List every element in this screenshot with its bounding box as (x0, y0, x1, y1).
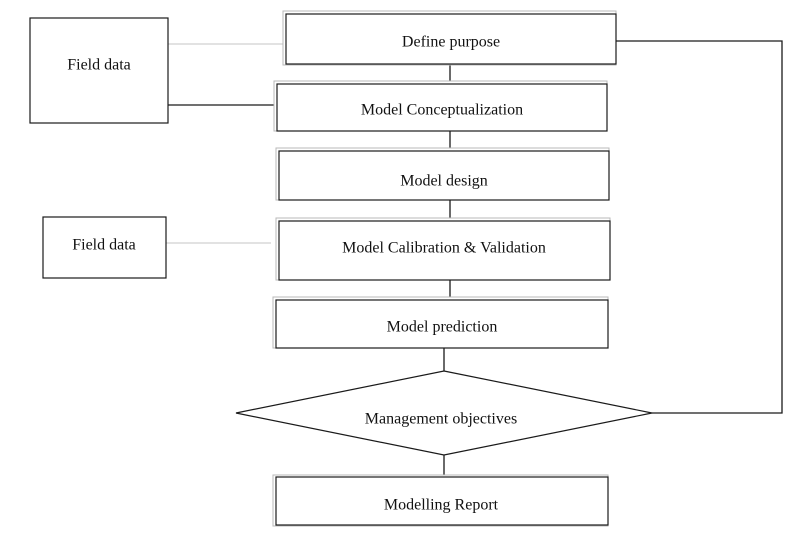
connectors (166, 40, 783, 477)
modelling-report-label: Modelling Report (384, 497, 499, 514)
management-objectives-decision: Management objectives (235, 370, 653, 456)
field-data-box-2-label: Field data (72, 237, 136, 254)
define-purpose-box-frame (285, 13, 617, 65)
define-purpose-label: Define purpose (402, 34, 500, 51)
model-design-box-frame (278, 150, 610, 201)
model-conceptualization-label: Model Conceptualization (361, 102, 523, 119)
feedback-loop-edge (616, 40, 783, 414)
model-prediction-box: Model prediction (272, 296, 609, 349)
define-purpose-box: Define purpose (282, 10, 617, 66)
field-data-box-1-frame (29, 17, 169, 124)
model-design-label: Model design (400, 173, 488, 190)
model-prediction-label: Model prediction (387, 319, 498, 336)
management-objectives-label: Management objectives (365, 411, 517, 428)
model-calibration-box-frame (278, 220, 611, 281)
field-data-box-2: Field data (42, 216, 167, 279)
model-conceptualization-box: Model Conceptualization (273, 80, 608, 132)
field-data-box-1: Field data (29, 17, 169, 124)
management-objectives-diamond (235, 370, 653, 456)
model-conceptualization-box-frame (276, 83, 608, 132)
modelling-report-box: Modelling Report (272, 474, 609, 527)
field-data-box-1-label: Field data (67, 57, 131, 74)
modelling-report-box-frame (275, 476, 609, 526)
model-design-box: Model design (275, 147, 610, 201)
model-calibration-label: Model Calibration & Validation (342, 240, 546, 257)
model-calibration-box: Model Calibration & Validation (275, 217, 611, 281)
model-prediction-box-frame (275, 299, 609, 349)
field-data-box-2-frame (42, 216, 167, 279)
